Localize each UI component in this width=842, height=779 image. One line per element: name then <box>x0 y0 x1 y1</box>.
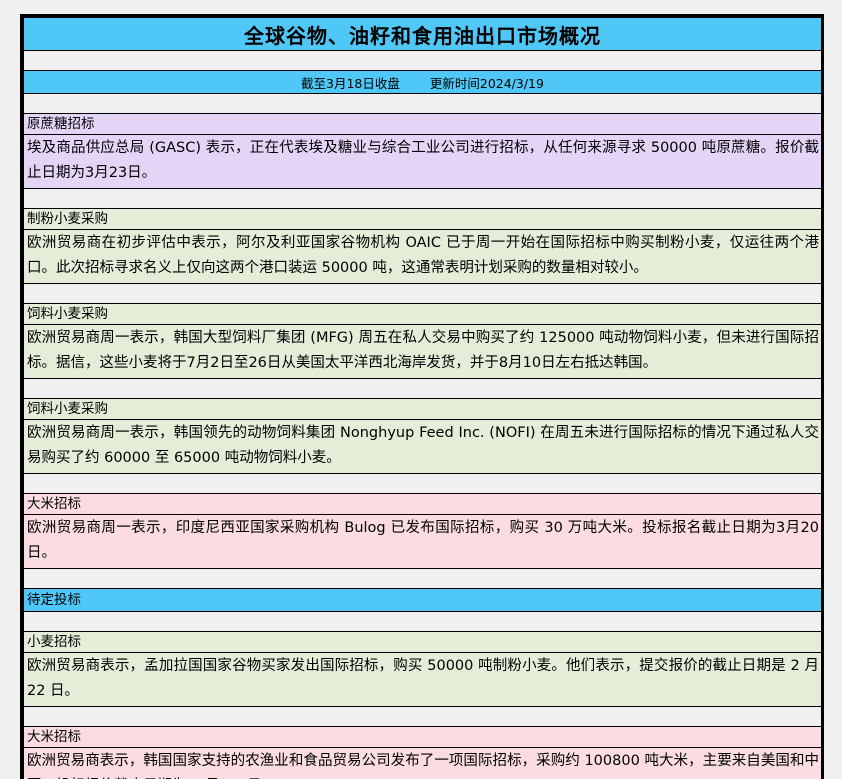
market-overview-table: 全球谷物、油籽和食用油出口市场概况 截至3月18日收盘 更新时间2024/3/19… <box>20 14 824 779</box>
subtitle-row: 截至3月18日收盘 更新时间2024/3/19 <box>23 70 822 94</box>
spacer-cell <box>23 378 822 399</box>
spacer-row <box>23 473 822 494</box>
entry-category-row: 饲料小麦采购 <box>23 303 822 325</box>
updated-label: 更新时间2024/3/19 <box>429 75 544 91</box>
spacer-row <box>23 93 822 114</box>
spacer-cell <box>23 568 822 589</box>
entry-body-row: 欧洲贸易商表示，孟加拉国国家谷物买家发出国际招标，购买 50000 吨制粉小麦。… <box>23 652 822 707</box>
entry-category-label: 大米招标 <box>23 726 822 748</box>
entry-body-text: 欧洲贸易商周一表示，韩国大型饲料厂集团 (MFG) 周五在私人交易中购买了约 1… <box>23 324 822 379</box>
spacer-row <box>23 188 822 209</box>
entry-body-text: 欧洲贸易商周一表示，韩国领先的动物饲料集团 Nonghyup Feed Inc.… <box>23 419 822 474</box>
entry-body-row: 欧洲贸易商周一表示，印度尼西亚国家采购机构 Bulog 已发布国际招标，购买 3… <box>23 514 822 569</box>
entry-body-text: 埃及商品供应总局 (GASC) 表示，正在代表埃及糖业与综合工业公司进行招标，从… <box>23 134 822 189</box>
pending-section-row: 待定投标 <box>23 588 822 612</box>
as-of-label: 截至3月18日收盘 <box>301 75 400 91</box>
spacer-cell <box>23 283 822 304</box>
entry-category-row: 小麦招标 <box>23 631 822 653</box>
entry-category-label: 饲料小麦采购 <box>23 398 822 420</box>
spacer-row <box>23 50 822 71</box>
spacer-row <box>23 283 822 304</box>
sheet-grid: 全球谷物、油籽和食用油出口市场概况 截至3月18日收盘 更新时间2024/3/19… <box>23 17 822 779</box>
entry-category-label: 大米招标 <box>23 493 822 515</box>
spacer-row <box>23 706 822 727</box>
entry-category-row: 原蔗糖招标 <box>23 113 822 135</box>
entry-body-text: 欧洲贸易商在初步评估中表示，阿尔及利亚国家谷物机构 OAIC 已于周一开始在国际… <box>23 229 822 284</box>
entry-category-label: 原蔗糖招标 <box>23 113 822 135</box>
page-title: 全球谷物、油籽和食用油出口市场概况 <box>23 17 822 51</box>
spacer-cell <box>23 93 822 114</box>
spacer-row <box>23 378 822 399</box>
entry-category-row: 大米招标 <box>23 493 822 515</box>
spacer-cell <box>23 473 822 494</box>
spacer-cell <box>23 611 822 632</box>
entry-body-row: 欧洲贸易商表示，韩国国家支持的农渔业和食品贸易公司发布了一项国际招标，采购约 1… <box>23 747 822 779</box>
entry-category-label: 制粉小麦采购 <box>23 208 822 230</box>
subtitle-bar: 截至3月18日收盘 更新时间2024/3/19 <box>23 70 822 94</box>
spacer-cell <box>23 188 822 209</box>
entry-body-row: 埃及商品供应总局 (GASC) 表示，正在代表埃及糖业与综合工业公司进行招标，从… <box>23 134 822 189</box>
entry-body-row: 欧洲贸易商在初步评估中表示，阿尔及利亚国家谷物机构 OAIC 已于周一开始在国际… <box>23 229 822 284</box>
entry-body-row: 欧洲贸易商周一表示，韩国大型饲料厂集团 (MFG) 周五在私人交易中购买了约 1… <box>23 324 822 379</box>
spacer-cell <box>23 706 822 727</box>
spacer-row <box>23 611 822 632</box>
entry-body-text: 欧洲贸易商表示，韩国国家支持的农渔业和食品贸易公司发布了一项国际招标，采购约 1… <box>23 747 822 779</box>
entry-category-row: 大米招标 <box>23 726 822 748</box>
entry-category-label: 小麦招标 <box>23 631 822 653</box>
entry-body-text: 欧洲贸易商周一表示，印度尼西亚国家采购机构 Bulog 已发布国际招标，购买 3… <box>23 514 822 569</box>
entry-category-label: 饲料小麦采购 <box>23 303 822 325</box>
spacer-row <box>23 568 822 589</box>
entry-body-text: 欧洲贸易商表示，孟加拉国国家谷物买家发出国际招标，购买 50000 吨制粉小麦。… <box>23 652 822 707</box>
entry-category-row: 饲料小麦采购 <box>23 398 822 420</box>
entry-body-row: 欧洲贸易商周一表示，韩国领先的动物饲料集团 Nonghyup Feed Inc.… <box>23 419 822 474</box>
title-row: 全球谷物、油籽和食用油出口市场概况 <box>23 17 822 51</box>
entry-category-row: 制粉小麦采购 <box>23 208 822 230</box>
pending-section-label: 待定投标 <box>23 588 822 612</box>
spacer-cell <box>23 50 822 71</box>
